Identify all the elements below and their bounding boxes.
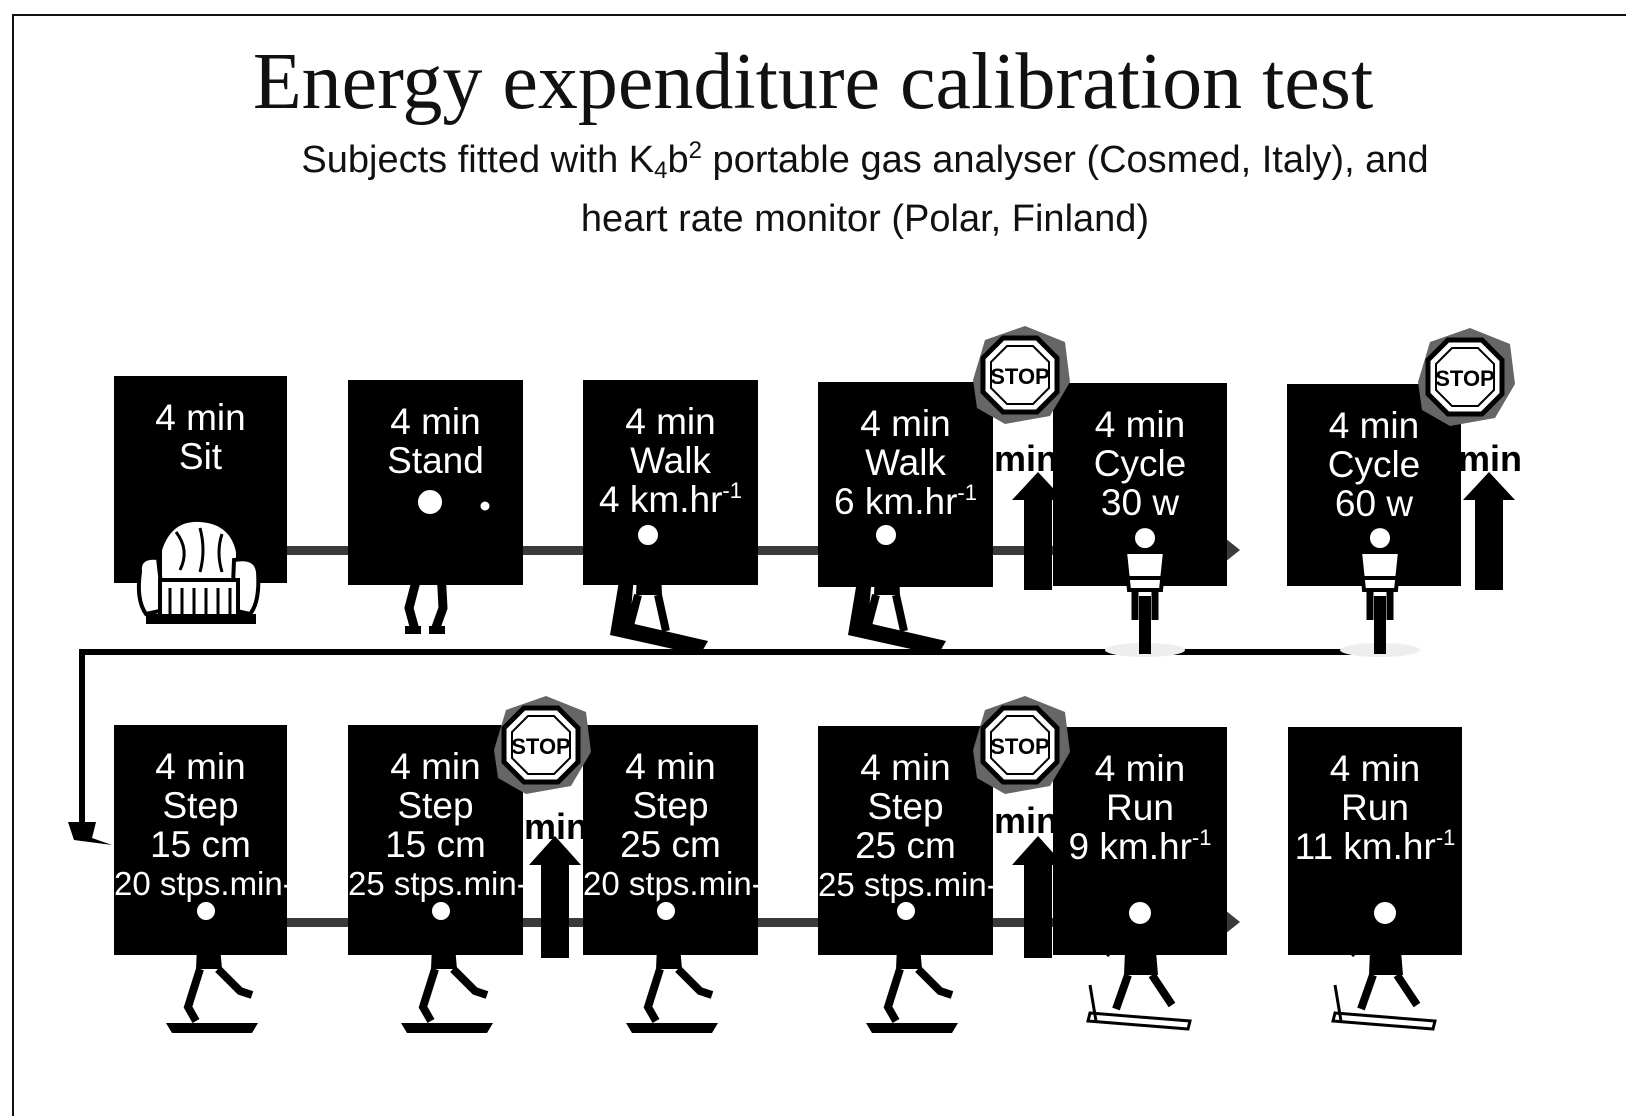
subtitle-text-rest: portable gas analyser (Cosmed, Italy), a…	[702, 139, 1429, 181]
standing-man-icon	[392, 483, 493, 634]
runner-icon	[1086, 898, 1192, 1031]
activity-label: Sit	[178, 436, 223, 477]
subtitle-subscript: 4	[654, 157, 668, 184]
duration-label: 4 min	[390, 746, 481, 787]
activity-label: Cycle	[1093, 443, 1187, 484]
slide-title: Energy expenditure calibration test	[252, 38, 1374, 126]
stop-sign-icon: STOP	[1418, 328, 1515, 426]
slide-frame	[12, 14, 1626, 1116]
subtitle-line2: heart rate monitor (Polar, Finland)	[580, 198, 1150, 240]
activity-box-walk-4: 4 min Walk 4 km.hr-1	[583, 380, 758, 585]
subtitle-text: Subjects fitted with K	[301, 139, 655, 181]
duration-label: 4 min	[1329, 748, 1421, 789]
rest-min-label: min	[524, 806, 589, 847]
return-line	[79, 649, 1370, 825]
activity-label: Step	[162, 785, 239, 826]
stop-sign-icon: STOP	[494, 696, 591, 794]
activity-label: Run	[1106, 787, 1174, 828]
return-arrowhead	[68, 822, 112, 845]
rate-label: 20 stps.min-	[583, 865, 763, 902]
rest-min-label: min	[1458, 438, 1523, 479]
stop-sign-icon: STOP	[973, 696, 1070, 794]
height-label: 15 cm	[385, 824, 486, 865]
stepper-icon	[166, 898, 258, 1033]
activity-label: Step	[867, 786, 944, 827]
activity-label: Stand	[387, 440, 484, 481]
intensity-label: 4 km.hr-1	[599, 478, 742, 520]
treadmill-walker-icon	[610, 521, 708, 655]
activity-box-walk-6: 4 min Walk 6 km.hr-1	[818, 382, 993, 587]
up-arrow	[1012, 472, 1064, 590]
duration-label: 4 min	[390, 401, 481, 442]
row1-arrowhead	[1225, 538, 1240, 562]
duration-label: 4 min	[1094, 404, 1186, 445]
intensity-label: 6 km.hr-1	[834, 480, 977, 522]
up-arrow	[1463, 472, 1515, 590]
cyclist-icon	[1340, 522, 1420, 657]
duration-label: 4 min	[860, 403, 951, 444]
duration-label: 4 min	[860, 747, 951, 788]
stepper-icon	[866, 898, 958, 1033]
duration-label: 4 min	[1328, 405, 1420, 446]
intensity-label: 9 km.hr-1	[1068, 825, 1212, 867]
up-arrow	[1012, 836, 1064, 958]
activity-label: Step	[632, 785, 709, 826]
rest-min-label: min	[994, 800, 1059, 841]
subtitle-b: b	[667, 139, 689, 181]
slide-subtitle: Subjects fitted with K4b2 portable gas a…	[215, 136, 1515, 243]
activity-label: Step	[397, 785, 474, 826]
activity-label: Walk	[630, 440, 711, 481]
intensity-label: 60 w	[1334, 483, 1414, 524]
stop-text: STOP	[511, 734, 571, 759]
stop-text: STOP	[1435, 366, 1495, 391]
stepper-icon	[401, 898, 493, 1033]
rate-label: 25 stps.min-	[818, 866, 998, 903]
activity-label: Run	[1341, 787, 1409, 828]
subtitle-superscript: 2	[688, 137, 702, 164]
activity-box-cycle-30: 4 min Cycle 30 w	[1053, 383, 1227, 586]
activity-box-step-25-20: 4 min Step 25 cm 20 stps.min-	[583, 725, 763, 955]
height-label: 25 cm	[620, 824, 721, 865]
duration-label: 4 min	[155, 746, 246, 787]
armchair-icon	[136, 517, 261, 624]
height-label: 15 cm	[150, 824, 251, 865]
height-label: 25 cm	[855, 825, 956, 866]
runner-icon	[1331, 898, 1437, 1031]
stop-text: STOP	[990, 734, 1050, 759]
stop-text: STOP	[990, 364, 1050, 389]
up-arrow	[529, 836, 581, 958]
intensity-label: 11 km.hr-1	[1294, 825, 1456, 867]
duration-label: 4 min	[1094, 748, 1186, 789]
stop-sign-icon: STOP	[973, 326, 1070, 424]
rate-label: 20 stps.min-	[114, 865, 294, 902]
duration-label: 4 min	[155, 397, 246, 438]
rate-label: 25 stps.min-	[348, 865, 528, 902]
duration-label: 4 min	[625, 401, 716, 442]
duration-label: 4 min	[625, 746, 716, 787]
stepper-icon	[626, 898, 718, 1033]
treadmill-walker-icon	[848, 521, 946, 655]
activity-label: Cycle	[1327, 444, 1421, 485]
row2-arrowhead	[1225, 910, 1240, 934]
intensity-label: 30 w	[1100, 482, 1180, 523]
activity-label: Walk	[865, 442, 946, 483]
up-arrows	[529, 472, 1515, 958]
cyclist-icon	[1105, 522, 1185, 657]
rest-min-label: min	[994, 438, 1059, 479]
